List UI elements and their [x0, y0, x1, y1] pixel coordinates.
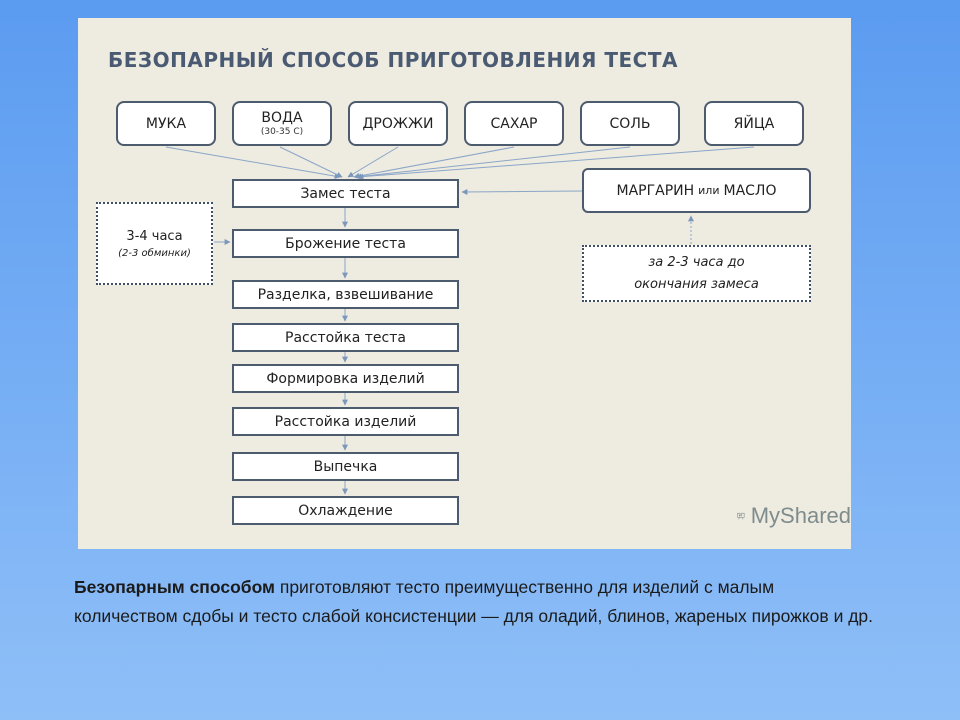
arrow-flour	[165, 146, 341, 180]
arrow-eggs	[357, 146, 755, 180]
arrow-water	[279, 146, 343, 178]
arrow-salt	[355, 146, 631, 180]
note-duration: 3-4 часа	[126, 228, 183, 244]
ingredient-label: ДРОЖЖИ	[362, 115, 434, 132]
watermark-logo: MyShared	[737, 501, 851, 531]
step-dough-proofing: Расстойка теста	[232, 323, 459, 352]
diagram-panel: БЕЗОПАРНЫЙ СПОСОБ ПРИГОТОВЛЕНИЯ ТЕСТА МУ…	[78, 18, 851, 549]
step-shaping: Формировка изделий	[232, 364, 459, 393]
caption-text: приготовляют тесто преимущественно для и…	[74, 577, 874, 626]
ingredient-water: ВОДА (30-35 С)	[232, 101, 332, 146]
diagram-title: БЕЗОПАРНЫЙ СПОСОБ ПРИГОТОВЛЕНИЯ ТЕСТА	[108, 48, 678, 72]
ingredient-salt: СОЛЬ	[580, 101, 680, 146]
caption-bold: Безопарным способом	[74, 577, 275, 597]
ingredient-label: МУКА	[145, 115, 187, 132]
ingredient-yeast: ДРОЖЖИ	[348, 101, 448, 146]
presentation-icon	[737, 512, 745, 520]
ingredient-flour: МУКА	[116, 101, 216, 146]
step-product-proofing: Расстойка изделий	[232, 407, 459, 436]
slide-caption: Безопарным способом приготовляют тесто п…	[74, 573, 874, 631]
watermark-text: MyShared	[750, 503, 851, 528]
arrow-sugar	[353, 146, 515, 179]
arrow-yeast	[347, 146, 399, 178]
flow-arrows	[165, 146, 755, 495]
step-baking: Выпечка	[232, 452, 459, 481]
step-fermentation: Брожение теста	[232, 229, 459, 258]
ingredient-sublabel: (30-35 С)	[260, 127, 304, 137]
ingredient-label: ЯЙЦА	[733, 115, 775, 132]
ingredient-label: СОЛЬ	[609, 115, 651, 132]
ingredient-eggs: ЯЙЦА	[704, 101, 804, 146]
ingredient-margarine-or-butter: МАРГАРИН или МАСЛО	[582, 168, 811, 213]
step-cooling: Охлаждение	[232, 496, 459, 525]
butter-label: МАСЛО	[723, 182, 777, 199]
or-label: или	[698, 184, 720, 197]
note-line-2: окончания замеса	[634, 276, 759, 292]
note-line-1: за 2-3 часа до	[648, 254, 745, 270]
ingredient-label: ВОДА	[261, 110, 303, 126]
arrow-margarine	[461, 188, 583, 195]
ingredient-sugar: САХАР	[464, 101, 564, 146]
margarine-timing-note: за 2-3 часа до окончания замеса	[582, 245, 811, 302]
step-dividing-weighing: Разделка, взвешивание	[232, 280, 459, 309]
ingredient-label: САХАР	[490, 115, 538, 132]
step-kneading: Замес теста	[232, 179, 459, 208]
margarine-label: МАРГАРИН	[616, 182, 695, 199]
note-punchdowns: (2-3 обминки)	[118, 247, 191, 259]
fermentation-time-note: 3-4 часа (2-3 обминки)	[96, 202, 213, 285]
